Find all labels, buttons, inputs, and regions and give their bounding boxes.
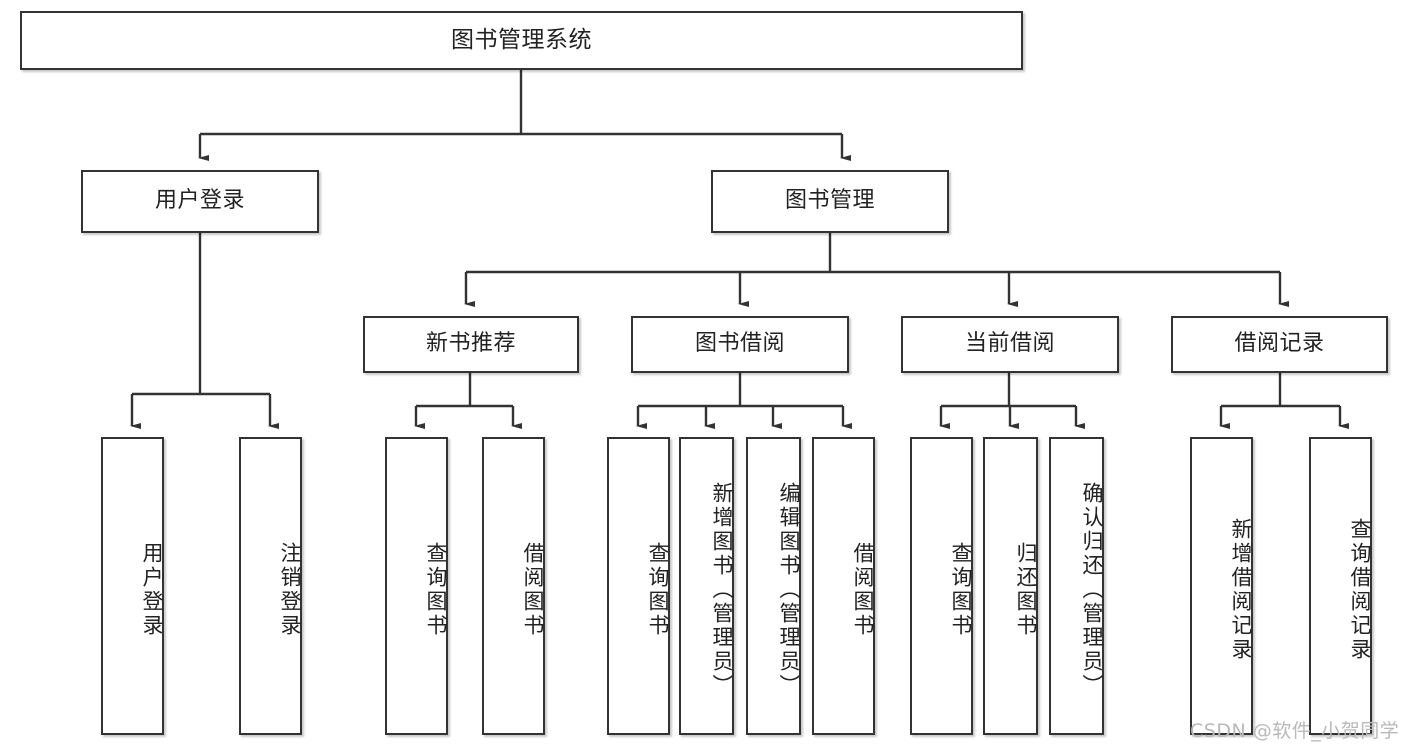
node-book-manage-label: 图书管理 <box>784 188 875 214</box>
node-book-borrow[interactable]: 图书借阅 <box>631 316 849 373</box>
node-book-borrow-label: 图书借阅 <box>694 331 785 357</box>
node-current-borrow[interactable]: 当前借阅 <box>901 316 1119 373</box>
node-leaf-edit-book-label: 编辑图书（管理员） <box>777 482 801 698</box>
node-user-login[interactable]: 用户登录 <box>81 170 319 233</box>
node-leaf-return-book-label: 归还图书 <box>1014 542 1038 638</box>
node-leaf-query-book-br-label: 查询图书 <box>646 542 670 638</box>
node-leaf-borrow-book-rec[interactable]: 借阅图书 <box>482 437 545 735</box>
node-borrow-record[interactable]: 借阅记录 <box>1171 316 1388 373</box>
node-leaf-confirm-return-label: 确认归还（管理员） <box>1080 482 1104 698</box>
node-leaf-add-record[interactable]: 新增借阅记录 <box>1190 437 1253 735</box>
node-leaf-query-record[interactable]: 查询借阅记录 <box>1309 437 1372 735</box>
connector-group-current-borrow <box>939 373 1085 429</box>
csdn-watermark: CSDN @软件_小贺同学 <box>1190 720 1400 742</box>
node-leaf-query-book-rec[interactable]: 查询图书 <box>385 437 448 735</box>
connector-group-new-book-rec <box>414 373 522 429</box>
node-leaf-add-record-label: 新增借阅记录 <box>1229 518 1253 662</box>
node-leaf-confirm-return[interactable]: 确认归还（管理员） <box>1049 437 1104 735</box>
connector-group-borrow-record <box>1219 373 1349 429</box>
node-leaf-query-book-br[interactable]: 查询图书 <box>607 437 670 735</box>
node-leaf-borrow-book-rec-label: 借阅图书 <box>521 542 545 638</box>
node-leaf-query-record-label: 查询借阅记录 <box>1348 518 1372 662</box>
node-leaf-logout-label: 注销登录 <box>278 542 302 638</box>
node-book-manage[interactable]: 图书管理 <box>711 170 949 233</box>
node-borrow-record-label: 借阅记录 <box>1234 331 1325 357</box>
node-current-borrow-label: 当前借阅 <box>964 331 1055 357</box>
connector-group-user-login <box>130 233 279 429</box>
node-leaf-add-book-label: 新增图书（管理员） <box>710 482 734 698</box>
connector-group-book-manage <box>464 233 1289 307</box>
node-new-book-rec[interactable]: 新书推荐 <box>363 316 579 373</box>
node-new-book-rec-label: 新书推荐 <box>425 331 516 357</box>
node-leaf-user-login[interactable]: 用户登录 <box>101 437 164 735</box>
node-leaf-borrow-book-br[interactable]: 借阅图书 <box>812 437 875 735</box>
node-user-login-label: 用户登录 <box>154 188 245 214</box>
node-leaf-borrow-book-br-label: 借阅图书 <box>851 542 875 638</box>
node-leaf-add-book[interactable]: 新增图书（管理员） <box>679 437 734 735</box>
node-leaf-user-login-label: 用户登录 <box>140 542 164 638</box>
connector-group-book-borrow <box>636 373 852 429</box>
node-leaf-edit-book[interactable]: 编辑图书（管理员） <box>746 437 801 735</box>
node-leaf-query-book-cb[interactable]: 查询图书 <box>910 437 973 735</box>
node-leaf-logout[interactable]: 注销登录 <box>239 437 302 735</box>
node-root-label: 图书管理系统 <box>451 26 592 53</box>
node-leaf-return-book[interactable]: 归还图书 <box>983 437 1038 735</box>
node-leaf-query-book-cb-label: 查询图书 <box>949 542 973 638</box>
node-leaf-query-book-rec-label: 查询图书 <box>424 542 448 638</box>
node-root[interactable]: 图书管理系统 <box>20 11 1023 70</box>
connector-group-root <box>198 70 851 161</box>
